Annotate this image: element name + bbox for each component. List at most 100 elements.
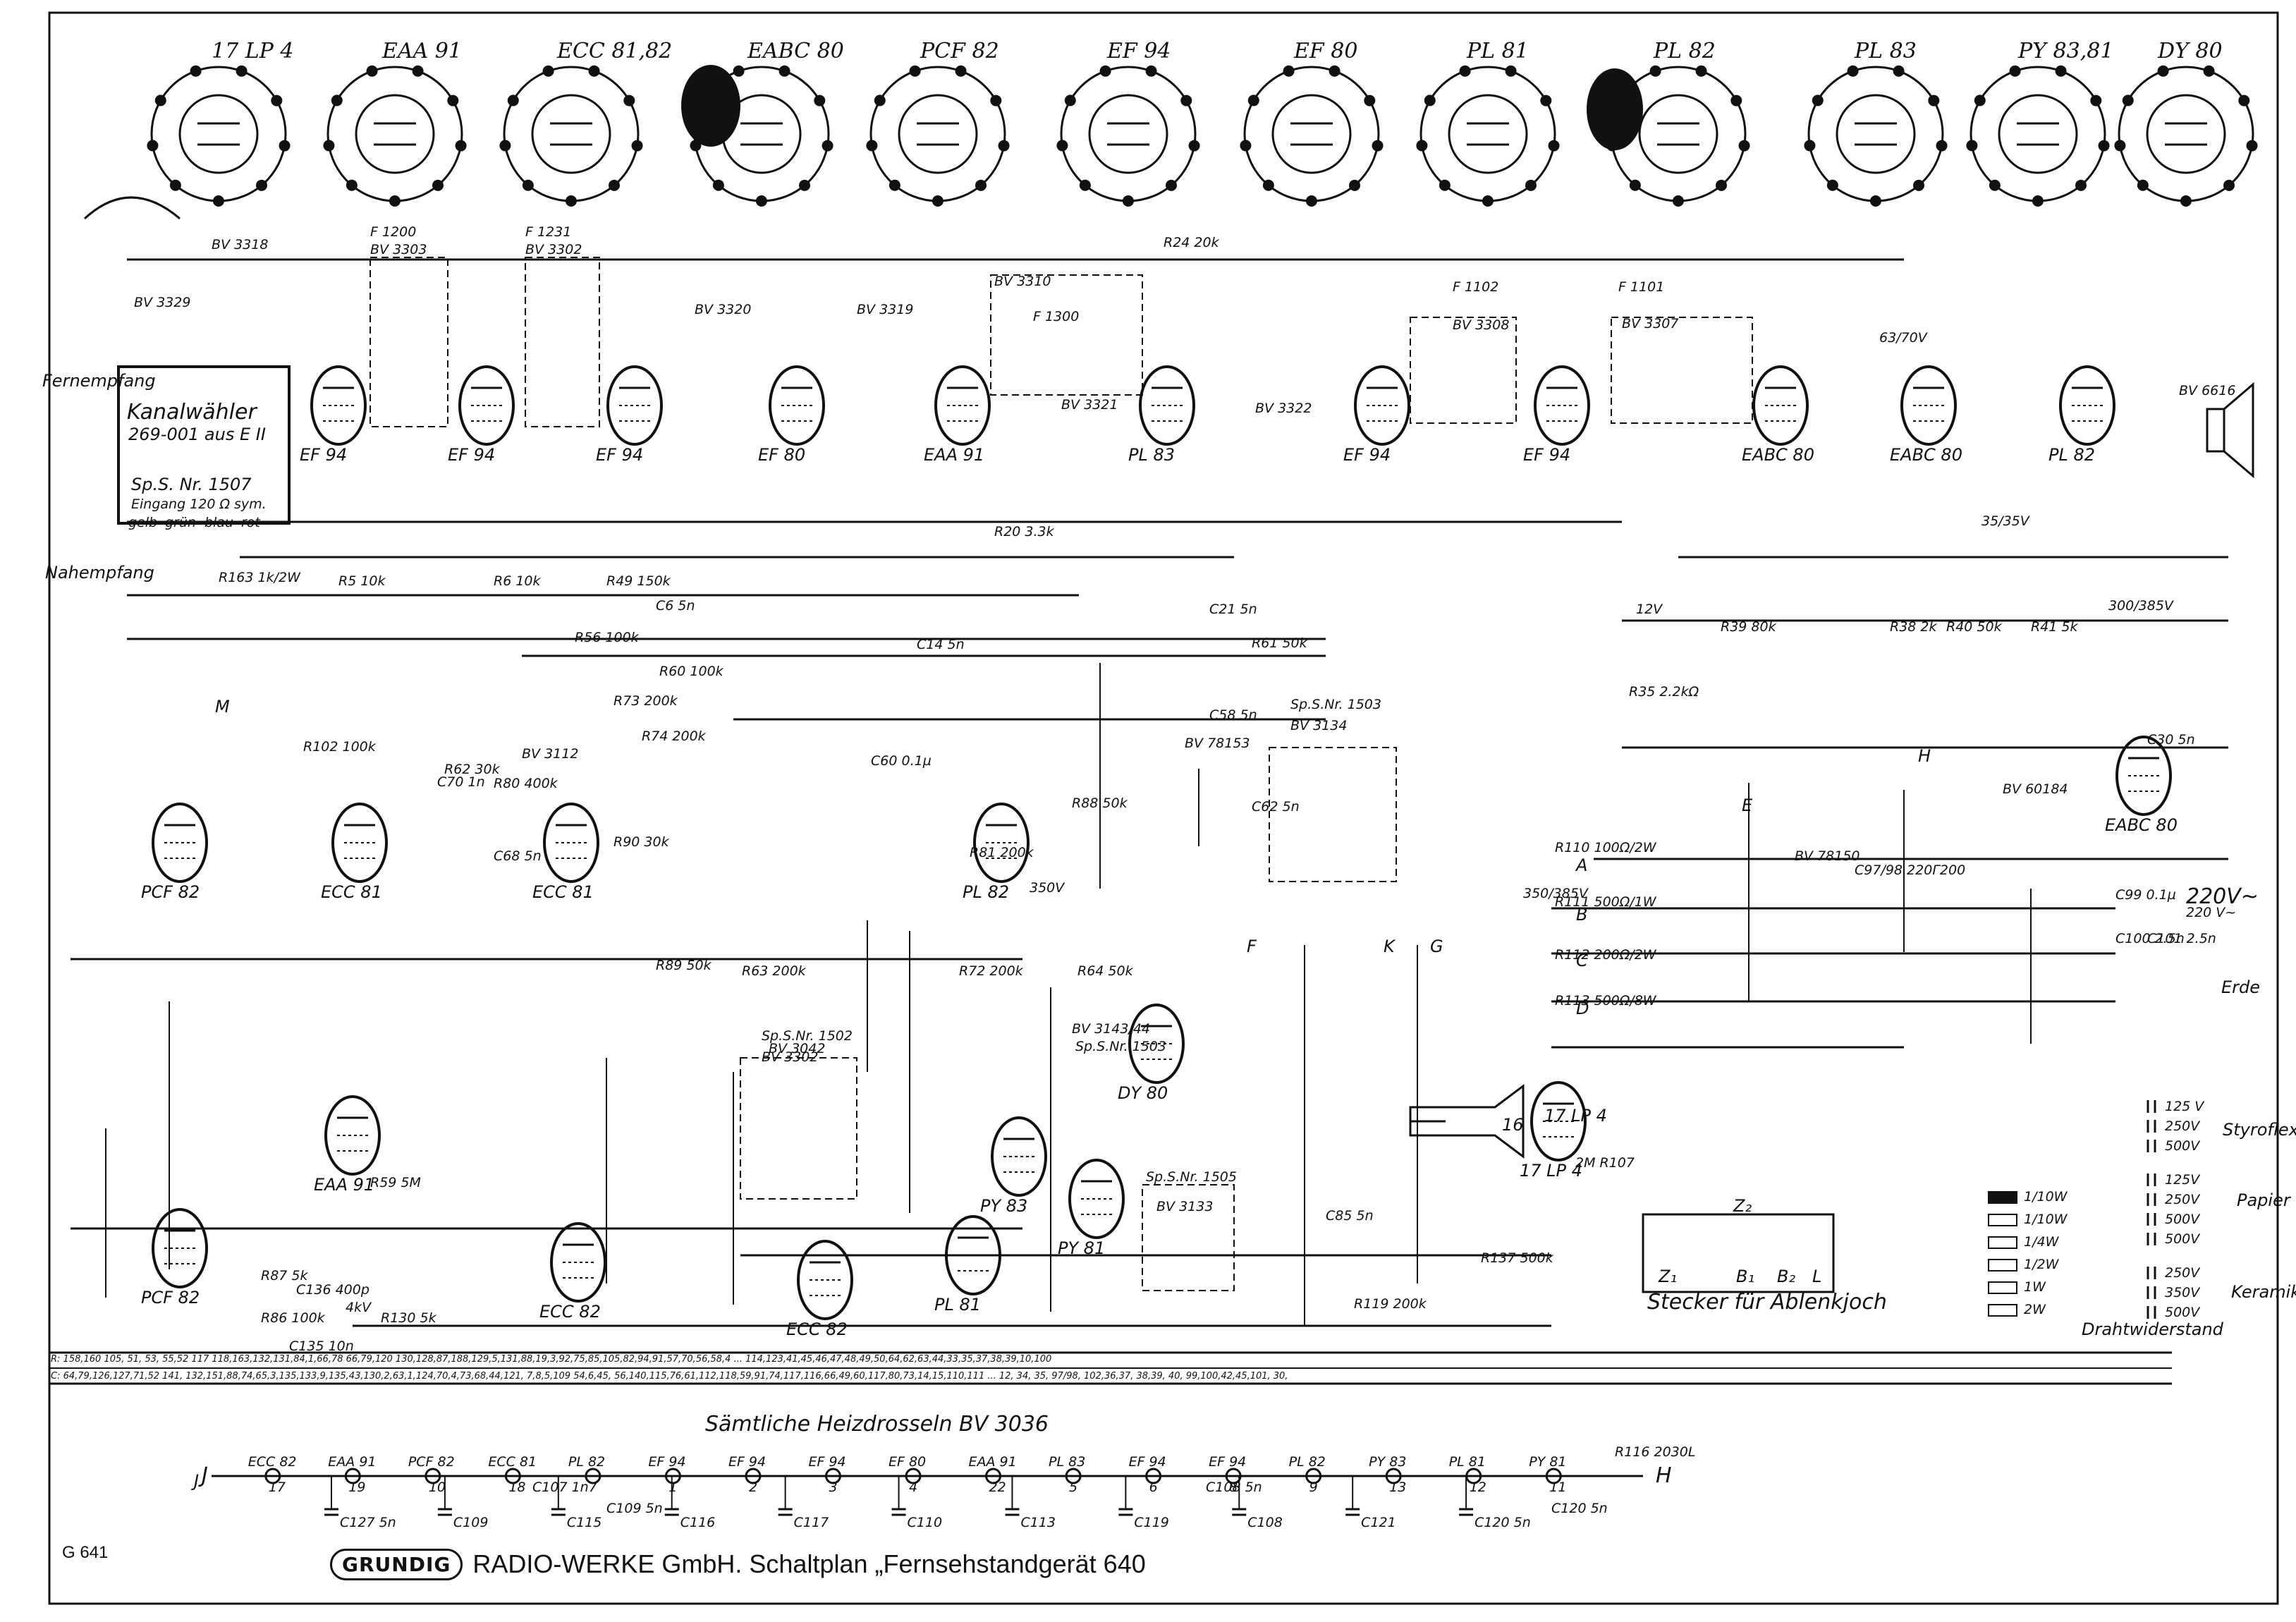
heater-pin-label: 5 bbox=[1069, 1480, 1078, 1495]
socket-label: PL 83 bbox=[1855, 39, 1917, 63]
legend-rating: 500V bbox=[2165, 1212, 2200, 1227]
legend-rating: 500V bbox=[2165, 1231, 2200, 1247]
resistor-label: R64 50k bbox=[1077, 963, 1133, 979]
remote-reception-label: Fernempfang bbox=[42, 371, 156, 391]
stage-tube-label: EAA 91 bbox=[924, 445, 985, 465]
stage-tube-label: PY 83 bbox=[980, 1196, 1028, 1216]
capacitor-symbol bbox=[2147, 1267, 2156, 1279]
resistor-symbol bbox=[1988, 1191, 2017, 1204]
legend-rating: 250V bbox=[2165, 1192, 2200, 1207]
heater-filament bbox=[1145, 1468, 1162, 1484]
stage-tube-label: PL 82 bbox=[963, 882, 1010, 902]
near-reception-label: Nahempfang bbox=[45, 563, 154, 583]
resistor-label: R40 50k bbox=[1946, 619, 2002, 635]
coil-label: BV 3310 bbox=[994, 274, 1051, 289]
plug-pin: B₂ bbox=[1777, 1267, 1796, 1286]
stage-tube-label: EF 80 bbox=[758, 445, 806, 465]
coil-label: BV 3112 bbox=[522, 746, 579, 762]
legend-rating: 125 V bbox=[2165, 1099, 2204, 1114]
tube-socket-7 bbox=[1240, 65, 1384, 207]
capacitor-symbol bbox=[2147, 1286, 2156, 1299]
resistor-label: R88 50k bbox=[1072, 795, 1128, 811]
resistor-symbol bbox=[1988, 1259, 2017, 1272]
socket-label: PL 81 bbox=[1467, 39, 1529, 63]
rail-label: B bbox=[1576, 905, 1588, 925]
tube-socket-10 bbox=[1804, 65, 1948, 207]
coil-label: Sp.S.Nr. 1502 bbox=[762, 1028, 853, 1044]
tube-symbol bbox=[458, 365, 515, 446]
rail-label: A bbox=[1576, 855, 1588, 875]
heater-tube-label: EF 94 bbox=[648, 1454, 686, 1470]
rail-label: E bbox=[1742, 795, 1753, 815]
heater-tube-label: EF 94 bbox=[1128, 1454, 1166, 1470]
tube-symbol bbox=[1068, 1159, 1125, 1239]
tube-symbol bbox=[1900, 365, 1957, 446]
capacitor-label: C21 5n bbox=[1209, 602, 1257, 617]
socket-label: EF 80 bbox=[1294, 39, 1358, 63]
socket-symbols bbox=[147, 65, 2258, 207]
capacitor-label: C85 5n bbox=[1326, 1208, 1374, 1224]
legend-rating: 500V bbox=[2165, 1138, 2200, 1154]
heater-pin-label: 3 bbox=[829, 1480, 838, 1495]
heater-tube-label: PCF 82 bbox=[408, 1454, 455, 1470]
plug-pin: Z₁ bbox=[1659, 1267, 1678, 1286]
socket-label: EABC 80 bbox=[747, 39, 844, 63]
heater-filament bbox=[664, 1468, 681, 1484]
rail-label: K bbox=[1384, 937, 1395, 956]
tube-socket-2 bbox=[323, 65, 467, 207]
voltage-label: 220 V~ bbox=[2186, 905, 2237, 920]
socket-label: EF 94 bbox=[1107, 39, 1171, 63]
voltage-label: 350V bbox=[1030, 880, 1065, 896]
tube-socket-3 bbox=[499, 65, 643, 207]
capacitor-symbol bbox=[2147, 1306, 2156, 1319]
voltage-label: 350/385V bbox=[1523, 886, 1588, 901]
tube-symbol bbox=[973, 803, 1030, 883]
socket-label: PY 83,81 bbox=[2018, 39, 2114, 63]
resistor-label: R74 200k bbox=[642, 728, 706, 744]
heater-tube-label: ECC 82 bbox=[248, 1454, 297, 1470]
tube-socket-5 bbox=[866, 65, 1010, 207]
coil-label: Sp.S.Nr. 1503 bbox=[1290, 697, 1381, 712]
heater-tube-label: PL 82 bbox=[1288, 1454, 1326, 1470]
sheet-border bbox=[48, 11, 2279, 1605]
heater-pin-label: 18 bbox=[508, 1480, 526, 1495]
tuner-box bbox=[117, 365, 291, 525]
coil-label: Sp.S.Nr. 1503 bbox=[1075, 1039, 1166, 1054]
coil-label: BV 3302 bbox=[762, 1049, 819, 1065]
reference-row-r: R: 158,160 105, 51, 53, 55,52 117 118,16… bbox=[51, 1354, 1052, 1365]
stage-tube-label: PY 81 bbox=[1058, 1238, 1106, 1258]
stage-tube-label: PL 83 bbox=[1128, 445, 1176, 465]
resistor-label: R110 100Ω/2W bbox=[1555, 840, 1656, 855]
resistor-label: R112 200Ω/2W bbox=[1555, 947, 1656, 963]
coil-label: BV 3143/44 bbox=[1072, 1021, 1151, 1037]
resistor-rating: 1/2W bbox=[2024, 1257, 2059, 1272]
heater-capacitor-label: C108 bbox=[1247, 1515, 1283, 1530]
coil-label: BV 3321 bbox=[1061, 397, 1118, 413]
resistor-rating: 2W bbox=[2024, 1302, 2046, 1317]
heater-capacitor bbox=[437, 1476, 452, 1516]
resistor-label: R73 200k bbox=[613, 693, 678, 709]
heater-chain-symbols bbox=[264, 1468, 1562, 1516]
tube-symbol bbox=[769, 365, 825, 446]
heater-filament bbox=[824, 1468, 841, 1484]
loudspeaker-symbol bbox=[2206, 382, 2254, 479]
heater-pin-label: 1 bbox=[668, 1480, 678, 1495]
footer-title-block: GRUNDIG RADIO-WERKE GmbH. Schaltplan „Fe… bbox=[330, 1547, 1146, 1582]
coil-label: F 1101 bbox=[1618, 279, 1665, 295]
stage-tube-label: DY 80 bbox=[1118, 1083, 1168, 1103]
resistor-label: R80 400k bbox=[494, 776, 558, 791]
tube-symbol bbox=[797, 1240, 853, 1320]
legend-group: Keramik bbox=[2231, 1282, 2296, 1302]
resistor-label: R86 100k bbox=[261, 1310, 325, 1326]
heater-tube-label: ECC 81 bbox=[488, 1454, 537, 1470]
resistor-label: R89 50k bbox=[656, 958, 712, 973]
rail-label: D bbox=[1576, 999, 1589, 1018]
resistor-label: R63 200k bbox=[742, 963, 806, 979]
resistor-symbol bbox=[1988, 1214, 2017, 1226]
mains-label: 220V~ bbox=[2186, 884, 2259, 909]
capacitor-label: C108 5n bbox=[1206, 1480, 1262, 1495]
capacitor-symbol bbox=[2147, 1213, 2156, 1226]
tube-socket-6 bbox=[1056, 65, 1200, 207]
tube-symbol bbox=[2059, 365, 2115, 446]
